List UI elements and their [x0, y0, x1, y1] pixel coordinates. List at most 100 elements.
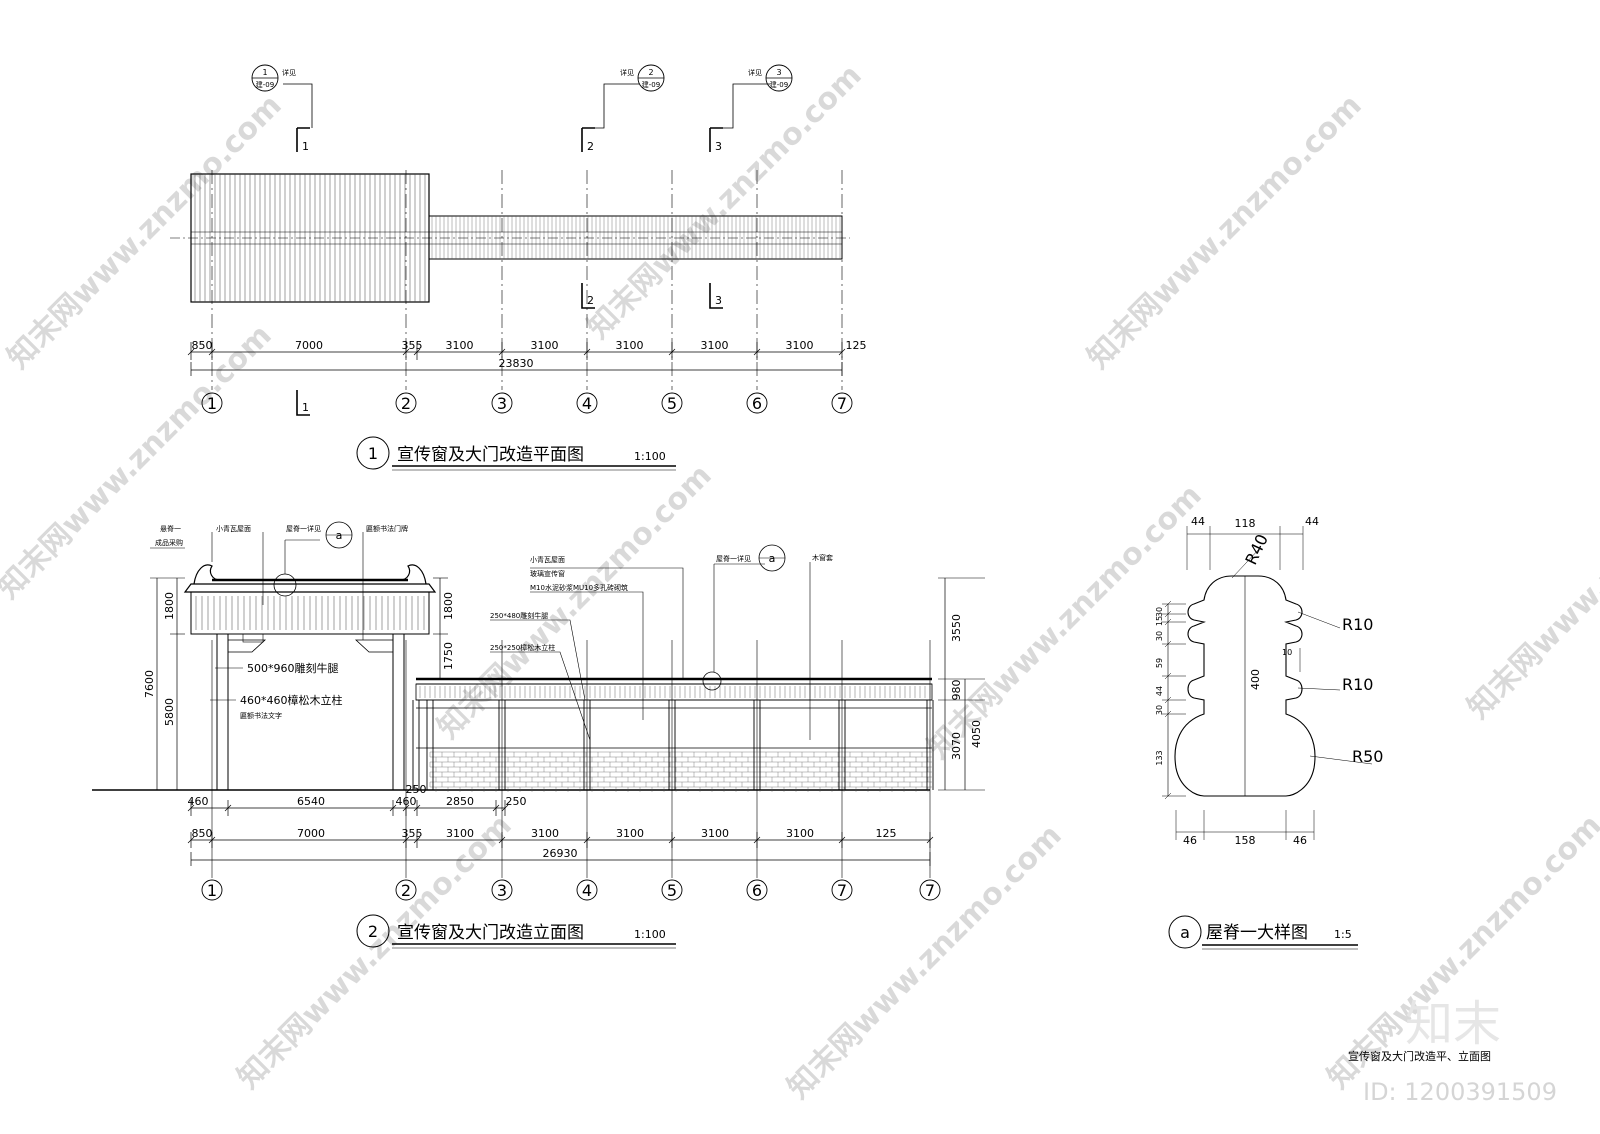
section-label: 1 [302, 140, 309, 153]
dim-slash [583, 348, 591, 356]
dim-slash [501, 804, 509, 812]
dim-label: 3100 [701, 339, 729, 352]
footer: 宣传窗及大门改造平、立面图 知末 ID: 1200391509 [1348, 996, 1557, 1106]
note-ridge-detail: 屋脊一详见 [286, 524, 321, 533]
note-plaque-text: 匾额书法文字 [240, 711, 282, 720]
detail-height: 400 [1249, 669, 1262, 690]
axis-label: 2 [401, 881, 411, 900]
note-brick: M10水泥砂浆MU10多孔砖砌筑 [530, 583, 628, 592]
axis-label: 5 [667, 394, 677, 413]
detail-slash [1164, 640, 1172, 648]
detail-scale: 1:5 [1334, 928, 1352, 941]
callout-sheet: 建-09 [770, 80, 788, 89]
note-ridge: 悬脊一 [160, 524, 181, 533]
height-label: 980 [950, 680, 963, 701]
callout-see: 详见 [282, 68, 296, 77]
corridor-hatch [431, 216, 841, 259]
axis-label: 5 [667, 881, 677, 900]
brick-wall-hatch [429, 751, 932, 792]
dim-slash [187, 836, 195, 844]
dim-label: 7000 [297, 827, 325, 840]
dim-label: 355 [402, 339, 423, 352]
dim-label: 3100 [616, 339, 644, 352]
dim-slash [402, 804, 410, 812]
dim-sub: 460 [188, 795, 209, 808]
axis-bubble [576, 879, 598, 901]
corridor-posts [412, 700, 934, 790]
detail-slash [1164, 710, 1172, 718]
axis-bubble [395, 879, 417, 901]
note-window-frame: 木窗套 [812, 553, 833, 562]
plan-view [170, 64, 850, 471]
axis-label: 2 [401, 394, 411, 413]
detail-dim-top: 44 [1191, 515, 1205, 528]
axis-label: 4 [582, 881, 592, 900]
detail-left-ticks [1162, 600, 1186, 800]
section-label: 2 [587, 294, 594, 307]
detail-slash [1164, 696, 1172, 704]
axis-bubble [831, 392, 853, 414]
note-ridge-detail-2: 屋脊一详见 [716, 554, 751, 563]
plan-dimension-ticks [187, 342, 846, 376]
axis-bubble [661, 879, 683, 901]
axis-label: 7 [837, 394, 847, 413]
dim-slash [208, 348, 216, 356]
watermark: 知末网www.znzmo.com [1461, 438, 1600, 726]
dim-label: 850 [192, 339, 213, 352]
dim-slash [668, 348, 676, 356]
dim-label: 7000 [295, 339, 323, 352]
axis-label: 1 [207, 881, 217, 900]
plan-title-number: 1 [368, 444, 378, 463]
dim-slash [389, 804, 397, 812]
dim-slash [402, 836, 410, 844]
note-bracket: 250*480雕刻牛腿 [490, 611, 548, 620]
detail-left-label: 59 [1155, 658, 1164, 668]
detail-slash [1164, 600, 1172, 608]
sheet-title: 宣传窗及大门改造平、立面图 [1348, 1049, 1491, 1063]
detail-gap: 10 [1282, 648, 1292, 657]
detail-ref: a [336, 529, 343, 542]
dim-sub: 2850 [446, 795, 474, 808]
callout-number: 3 [776, 68, 781, 77]
detail-dim-top: 118 [1235, 517, 1256, 530]
detail-slash [1164, 792, 1172, 800]
note-big-post: 460*460樟松木立柱 [240, 693, 343, 707]
watermark: 知末网www.znzmo.com [231, 808, 519, 1096]
note-glass-window: 玻璃宣传窗 [530, 569, 565, 578]
height-label: 5800 [163, 698, 176, 726]
dim-slash [838, 348, 846, 356]
axis-bubble [491, 879, 513, 901]
dim-slash [413, 348, 421, 356]
image-id: ID: 1200391509 [1363, 1078, 1557, 1106]
axis-bubble [831, 879, 853, 901]
corridor-tile-hatch [419, 686, 931, 698]
note-plaque: 匾额书法门牌 [366, 524, 408, 533]
height-label: 7600 [143, 670, 156, 698]
radius-label: R40 [1241, 531, 1272, 568]
brand-watermark: 知末 [1405, 996, 1501, 1052]
section-label: 3 [715, 294, 722, 307]
section-label: 2 [587, 140, 594, 153]
detail-left-label: 44 [1155, 686, 1164, 696]
dim-slash [492, 804, 500, 812]
radius-label: R10 [1342, 675, 1373, 694]
dim-sub: 6540 [297, 795, 325, 808]
axis-bubble [746, 392, 768, 414]
callout-see: 详见 [748, 68, 762, 77]
height-label: 1800 [163, 592, 176, 620]
radius-label: R50 [1352, 747, 1383, 766]
detail-left-label: 30 [1155, 631, 1164, 641]
elevation-scale: 1:100 [634, 928, 666, 941]
axis-label: 7 [837, 881, 847, 900]
note-post: 250*250樟松木立柱 [490, 643, 555, 652]
dim-total: 26930 [543, 847, 578, 860]
detail-dim-bottom: 46 [1293, 834, 1307, 847]
dim-slash [402, 348, 410, 356]
ridge-detail [1162, 526, 1373, 950]
dim-label: 3100 [786, 827, 814, 840]
dim-slash [668, 836, 676, 844]
